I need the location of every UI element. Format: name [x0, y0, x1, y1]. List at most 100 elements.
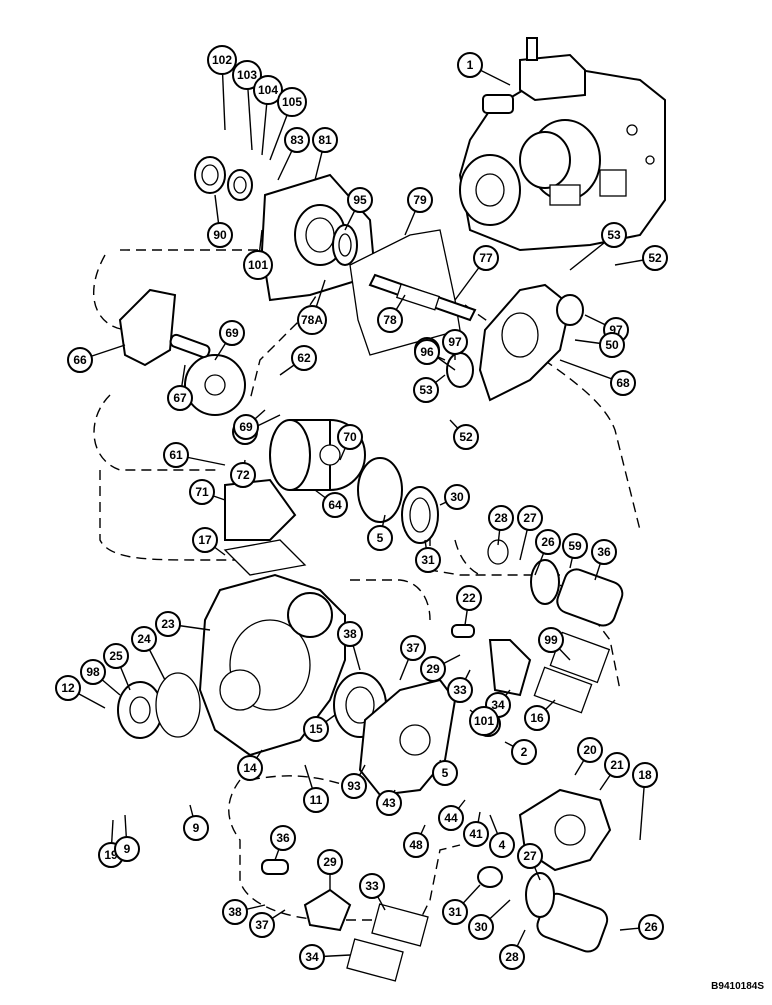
- callout-1: 1: [457, 52, 483, 78]
- callout-97: 97: [442, 329, 468, 355]
- callout-number: 29: [323, 855, 337, 869]
- callout-number: 21: [610, 758, 624, 772]
- callout-circle: [317, 849, 343, 875]
- callout-26: 26: [535, 529, 561, 555]
- callout-circle: [511, 739, 537, 765]
- callout-number: 69: [239, 420, 253, 434]
- callout-90: 90: [207, 222, 233, 248]
- callout-number: 81: [318, 133, 332, 147]
- callout-circle: [403, 832, 429, 858]
- callout-96: 96: [414, 339, 440, 365]
- callout-number: 11: [310, 793, 323, 807]
- callout-number: 28: [494, 511, 508, 525]
- callout-62: 62: [291, 345, 317, 371]
- callout-number: 15: [309, 722, 323, 736]
- callout-number: 64: [328, 498, 342, 512]
- callout-53: 53: [601, 222, 627, 248]
- callout-circle: [322, 492, 348, 518]
- callout-24: 24: [131, 626, 157, 652]
- callout-34: 34: [299, 944, 325, 970]
- callout-29: 29: [317, 849, 343, 875]
- callout-number: 98: [86, 665, 100, 679]
- callout-circle: [163, 442, 189, 468]
- callout-78A: 78A: [297, 305, 327, 335]
- callout-number: 29: [426, 662, 440, 676]
- callout-number: 28: [505, 950, 519, 964]
- drawing-reference-code: B9410184S: [711, 981, 764, 992]
- callout-circle: [377, 307, 403, 333]
- callout-circle: [131, 626, 157, 652]
- callout-number: 93: [347, 779, 361, 793]
- callout-50: 50: [599, 332, 625, 358]
- callout-number: 36: [276, 831, 290, 845]
- callout-17: 17: [192, 527, 218, 553]
- callout-circle: [103, 643, 129, 669]
- callout-43: 43: [376, 790, 402, 816]
- callout-circle: [232, 60, 262, 90]
- callout-number: 77: [479, 251, 493, 265]
- callout-number: 90: [213, 228, 227, 242]
- callout-5: 5: [432, 760, 458, 786]
- callout-circle: [562, 533, 588, 559]
- callout-36: 36: [591, 539, 617, 565]
- pump-assembly: [458, 37, 666, 252]
- callout-number: 103: [237, 68, 257, 82]
- callout-28: 28: [499, 944, 525, 970]
- callout-68: 68: [610, 370, 636, 396]
- callout-number: 2: [521, 745, 528, 759]
- callout-circle: [517, 843, 543, 869]
- callout-circle: [610, 370, 636, 396]
- callout-circle: [407, 187, 433, 213]
- callout-number: 101: [474, 714, 494, 728]
- callout-circle: [359, 873, 385, 899]
- callout-number: 5: [442, 766, 449, 780]
- callout-64: 64: [322, 492, 348, 518]
- callout-71: 71: [189, 479, 215, 505]
- callout-33: 33: [447, 677, 473, 703]
- callout-38: 38: [222, 899, 248, 925]
- callout-circle: [249, 912, 275, 938]
- callout-18: 18: [632, 762, 658, 788]
- callout-79: 79: [407, 187, 433, 213]
- callout-66: 66: [67, 347, 93, 373]
- callout-circle: [601, 222, 627, 248]
- callout-number: 27: [523, 511, 537, 525]
- callout-circle: [270, 825, 296, 851]
- callout-number: 37: [406, 641, 420, 655]
- callout-72: 72: [230, 462, 256, 488]
- callout-105: 105: [277, 87, 307, 117]
- callout-number: 78: [383, 313, 397, 327]
- callout-101: 101: [243, 250, 273, 280]
- callout-number: 24: [137, 632, 151, 646]
- callout-number: 18: [638, 768, 652, 782]
- callout-70: 70: [337, 424, 363, 450]
- callout-circle: [456, 585, 482, 611]
- callout-circle: [284, 127, 310, 153]
- callout-number: 71: [195, 485, 209, 499]
- callout-30: 30: [444, 484, 470, 510]
- callout-circle: [192, 527, 218, 553]
- callout-number: 5: [377, 531, 384, 545]
- callout-circle: [638, 914, 664, 940]
- callout-number: 83: [290, 133, 304, 147]
- callout-4: 4: [489, 832, 515, 858]
- callout-53: 53: [413, 377, 439, 403]
- callout-circle: [312, 127, 338, 153]
- callout-circle: [432, 760, 458, 786]
- callout-number: 38: [343, 627, 357, 641]
- callout-number: 68: [616, 376, 630, 390]
- callout-number: 105: [282, 95, 302, 109]
- callout-number: 14: [243, 761, 257, 775]
- callout-number: 9: [193, 821, 200, 835]
- callout-circle: [469, 706, 499, 736]
- callout-number: 26: [644, 920, 658, 934]
- callout-circle: [453, 424, 479, 450]
- callout-number: 62: [297, 351, 311, 365]
- callout-number: 79: [413, 193, 427, 207]
- callout-circle: [447, 677, 473, 703]
- callout-circle: [303, 716, 329, 742]
- callout-circle: [591, 539, 617, 565]
- callout-circle: [442, 899, 468, 925]
- callout-circle: [577, 737, 603, 763]
